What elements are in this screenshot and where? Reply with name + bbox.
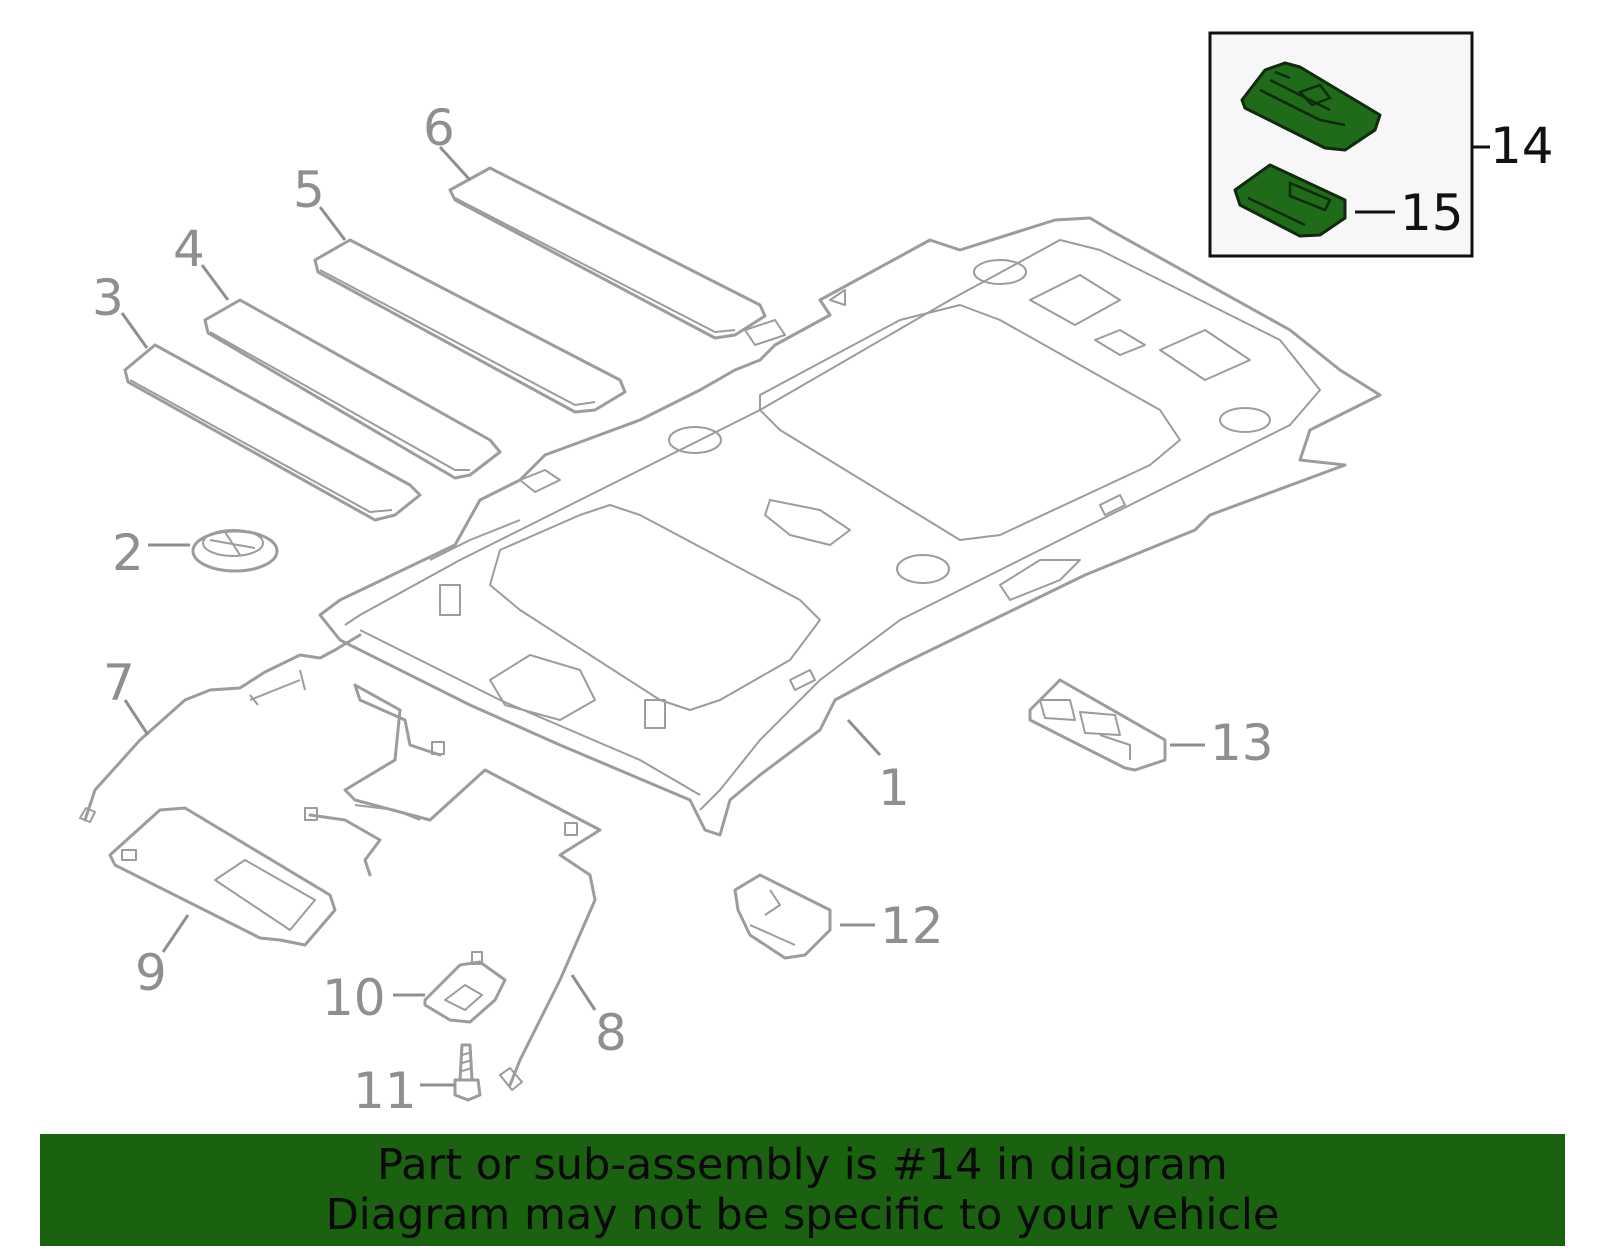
callout-9: 9 (135, 944, 167, 1002)
harness-part-8[interactable] (304, 683, 602, 1091)
pad-part-3[interactable] (123, 343, 422, 522)
headliner-part-1[interactable] (318, 216, 1382, 837)
callout-4: 4 (173, 220, 205, 278)
callout-3: 3 (92, 269, 124, 327)
lens-part-15[interactable] (1233, 163, 1347, 238)
pad-part-5[interactable] (313, 238, 627, 414)
callout-8: 8 (595, 1004, 627, 1062)
screw-part-11[interactable] (453, 1043, 482, 1102)
console-part-13[interactable] (1028, 678, 1167, 772)
callout-5: 5 (293, 161, 325, 219)
pad-part-4[interactable] (203, 298, 502, 480)
leader-lines-dark (1355, 145, 1490, 214)
callout-13: 13 (1210, 714, 1274, 772)
info-banner: Part or sub-assembly is #14 in diagram D… (40, 1134, 1565, 1246)
grommet-part-2[interactable] (191, 529, 279, 573)
callouts: 1 2 3 4 5 6 7 8 9 10 11 12 13 14 15 (92, 99, 1554, 1120)
callout-6: 6 (423, 99, 455, 157)
callout-14: 14 (1490, 117, 1554, 175)
lamp-part-10[interactable] (423, 951, 507, 1024)
callout-15: 15 (1400, 184, 1464, 242)
banner-line-1: Part or sub-assembly is #14 in diagram (377, 1140, 1228, 1190)
overhead-lamp-part-14[interactable] (1240, 61, 1382, 152)
callout-10: 10 (322, 969, 386, 1027)
callout-1: 1 (878, 759, 910, 817)
pad-part-6[interactable] (448, 166, 767, 340)
callout-2: 2 (112, 524, 144, 582)
callout-12: 12 (880, 897, 944, 955)
callout-11: 11 (353, 1062, 417, 1120)
inset-box (1208, 31, 1474, 258)
bracket-part-12[interactable] (733, 873, 832, 960)
harness-part-7[interactable] (79, 633, 362, 823)
callout-7: 7 (103, 654, 135, 712)
leader-lines (120, 145, 1205, 1087)
banner-line-2: Diagram may not be specific to your vehi… (325, 1190, 1280, 1240)
sun-visor-part-9[interactable] (108, 806, 337, 947)
